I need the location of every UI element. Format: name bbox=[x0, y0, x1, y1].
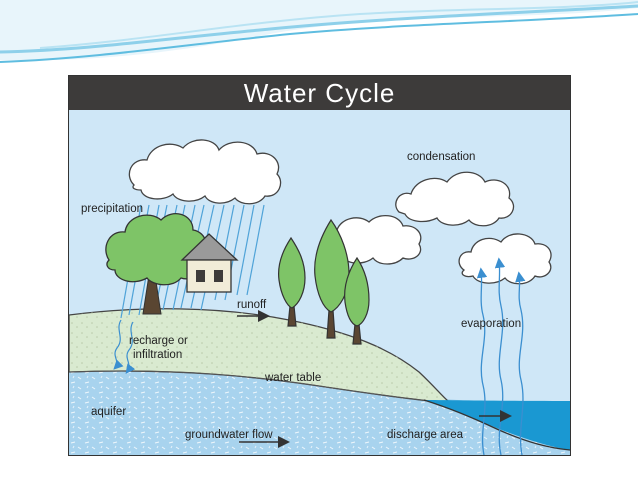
diagram-scene: precipitation condensation runoff rechar… bbox=[69, 110, 570, 455]
label-water-table: water table bbox=[264, 372, 321, 384]
water-cycle-diagram: Water Cycle bbox=[68, 75, 571, 456]
label-discharge-area: discharge area bbox=[387, 429, 464, 441]
label-recharge-line2: infiltration bbox=[133, 349, 182, 361]
label-precipitation: precipitation bbox=[81, 203, 143, 215]
label-groundwater-flow: groundwater flow bbox=[185, 429, 273, 441]
slide-header-wave bbox=[0, 0, 638, 70]
label-recharge-line1: recharge or bbox=[129, 335, 188, 347]
label-runoff: runoff bbox=[237, 299, 267, 311]
label-evaporation: evaporation bbox=[461, 318, 521, 330]
label-aquifer: aquifer bbox=[91, 406, 126, 418]
label-condensation: condensation bbox=[407, 151, 475, 163]
diagram-title: Water Cycle bbox=[69, 76, 570, 110]
